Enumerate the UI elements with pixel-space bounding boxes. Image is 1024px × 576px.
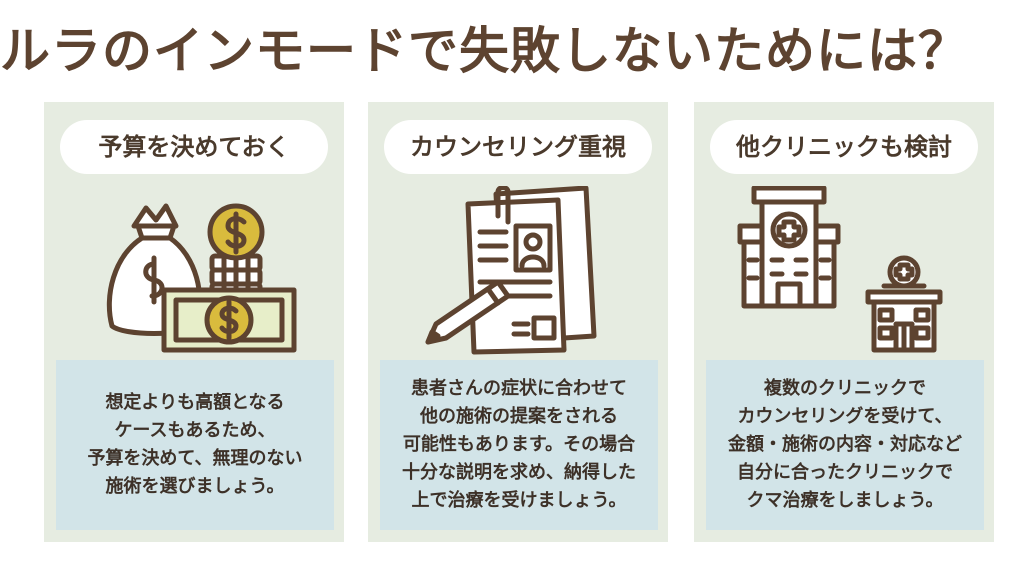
description-line: ケースもあるため、 — [114, 420, 276, 441]
page-title: ルラのインモードで失敗しないためには？ — [0, 22, 969, 80]
card-description: 患者さんの症状に合わせて 他の施術の提案をされる 可能性もあります。その場合 十… — [380, 360, 658, 530]
description-line: 可能性もあります。その場合 — [402, 434, 636, 455]
document-profile-pen-icon — [425, 186, 597, 355]
card-heading: カウンセリング重視 — [384, 120, 652, 174]
description-line: 十分な説明を求め、納得した — [402, 462, 636, 483]
description-line: 患者さんの症状に合わせて — [411, 378, 627, 399]
description-line: 金額・施術の内容・対応など — [728, 434, 962, 455]
description-line: クマ治療をしましょう。 — [746, 490, 944, 511]
card-other-clinics: 他クリニックも検討 — [694, 102, 994, 542]
hospital-buildings-icon — [737, 186, 943, 353]
description-line: 他の施術の提案をされる — [420, 406, 618, 427]
card-budget: 予算を決めておく — [44, 102, 344, 542]
money-bag-coins-bill-icon — [106, 203, 297, 353]
card-description: 複数のクリニックで カウンセリングを受けて、 金額・施術の内容・対応など 自分に… — [706, 360, 984, 530]
description-line: 予算を決めて、無理のない — [87, 448, 303, 469]
card-description: 想定よりも高額となる ケースもあるため、 予算を決めて、無理のない 施術を選びま… — [56, 360, 334, 530]
card-counseling: カウンセリング重視 — [368, 102, 668, 542]
description-line: 自分に合ったクリニックで — [737, 462, 953, 483]
description-line: 施術を選びましょう。 — [105, 476, 285, 497]
description-line: カウンセリングを受けて、 — [737, 406, 953, 427]
card-heading: 予算を決めておく — [60, 120, 328, 174]
card-heading: 他クリニックも検討 — [710, 120, 978, 174]
description-line: 上で治療を受けましょう。 — [411, 490, 627, 511]
description-line: 想定よりも高額となる — [105, 392, 285, 413]
description-line: 複数のクリニックで — [764, 378, 926, 399]
